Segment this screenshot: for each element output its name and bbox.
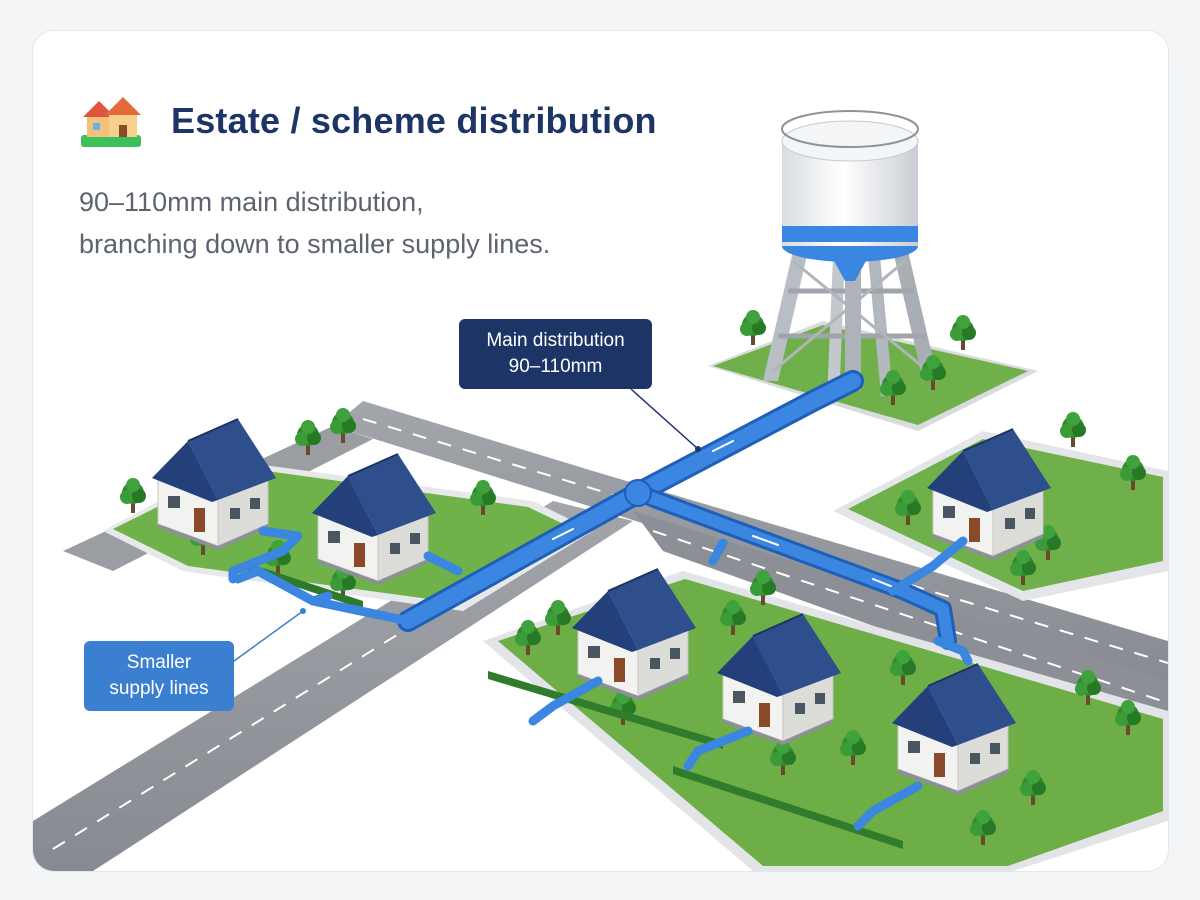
callout-line: supply lines	[109, 678, 209, 699]
subtitle-line: branching down to smaller supply lines.	[79, 229, 551, 259]
header: Estate / scheme distribution	[79, 93, 657, 149]
subtitle-line: 90–110mm main distribution,	[79, 187, 424, 217]
distribution-illustration	[33, 110, 1168, 871]
diagram-card: Estate / scheme distribution 90–110mm ma…	[32, 30, 1169, 872]
callout-line: Main distribution	[486, 330, 625, 351]
houses-icon	[81, 97, 141, 147]
main-distribution-callout: Main distribution 90–110mm	[459, 319, 652, 389]
page-subtitle: 90–110mm main distribution, branching do…	[79, 181, 719, 265]
callout-line: Smaller	[126, 652, 192, 673]
callout-line: 90–110mm	[508, 356, 603, 377]
water-tower	[763, 110, 938, 401]
house	[311, 453, 437, 586]
house	[151, 418, 277, 551]
main-distribution-pipe	[397, 370, 957, 650]
supply-lines-callout: Smaller supply lines	[84, 641, 234, 711]
supply-lines	[228, 526, 973, 831]
page-title: Estate / scheme distribution	[171, 100, 657, 141]
